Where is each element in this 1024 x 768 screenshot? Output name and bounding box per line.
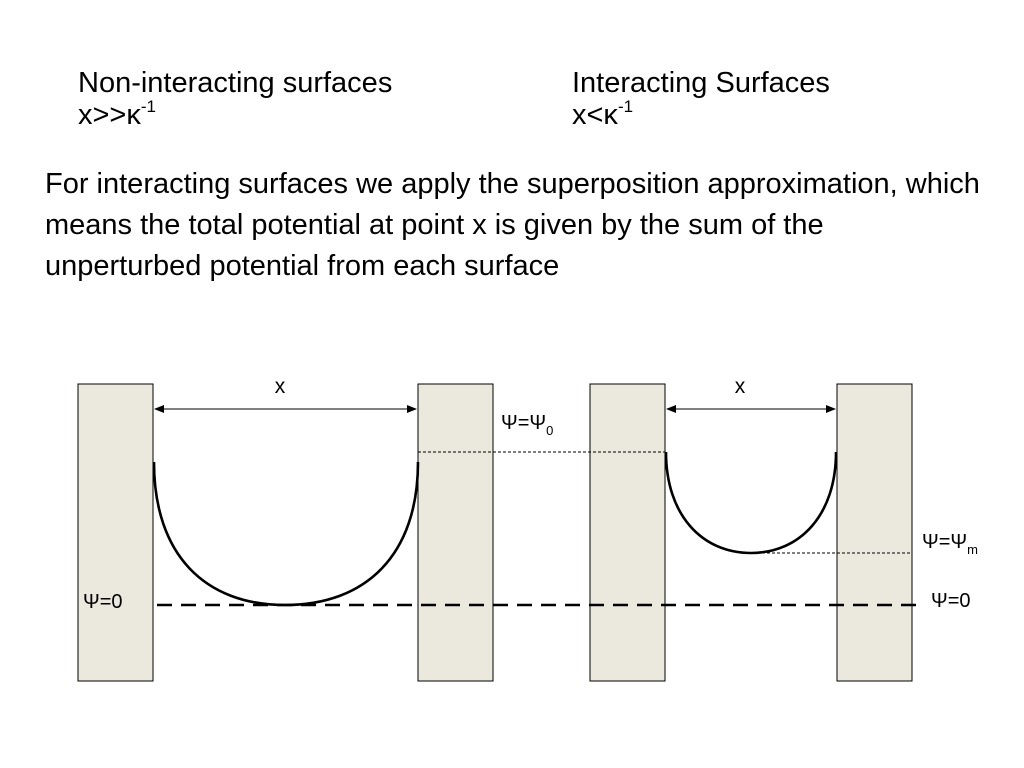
explanation-paragraph: For interacting surfaces we apply the su… — [45, 168, 980, 282]
heading-non-interacting: Non-interacting surfaces x>>κ-1 — [78, 68, 392, 131]
heading-title: Interacting Surfaces — [572, 67, 830, 99]
heading-interacting: Interacting Surfaces x<κ-1 — [572, 68, 830, 131]
condition-main: x<κ — [572, 99, 618, 131]
heading-title: Non-interacting surfaces — [78, 67, 393, 99]
label-subscript: m — [967, 542, 978, 557]
right-gap-label: x — [735, 375, 746, 398]
condition-main: x>>κ — [78, 99, 141, 131]
left-zero-potential-label: Ψ=0 — [83, 591, 123, 613]
label-text: Ψ=0 — [83, 591, 123, 613]
label-subscript: 0 — [546, 423, 553, 438]
condition-exponent: -1 — [617, 97, 634, 116]
non-interacting-potential-curve — [152, 461, 420, 607]
condition-exponent: -1 — [140, 97, 156, 116]
label-text: Ψ=0 — [931, 590, 971, 612]
right-surface-plate-2 — [836, 383, 913, 682]
interacting-potential-curve — [664, 451, 838, 555]
label-text: Ψ=Ψ — [922, 531, 967, 553]
left-surface-plate-1 — [77, 383, 154, 682]
midplane-potential-label: Ψ=Ψm — [922, 531, 978, 557]
right-surface-plate-1 — [589, 383, 666, 682]
heading-condition: x<κ-1 — [572, 97, 830, 131]
heading-condition: x>>κ-1 — [78, 97, 392, 131]
left-gap-label: x — [275, 375, 286, 398]
label-text: Ψ=Ψ — [501, 412, 546, 434]
surface-potential-label: Ψ=Ψ0 — [501, 412, 553, 438]
left-surface-plate-2 — [417, 383, 494, 682]
right-zero-potential-label: Ψ=0 — [931, 590, 971, 612]
